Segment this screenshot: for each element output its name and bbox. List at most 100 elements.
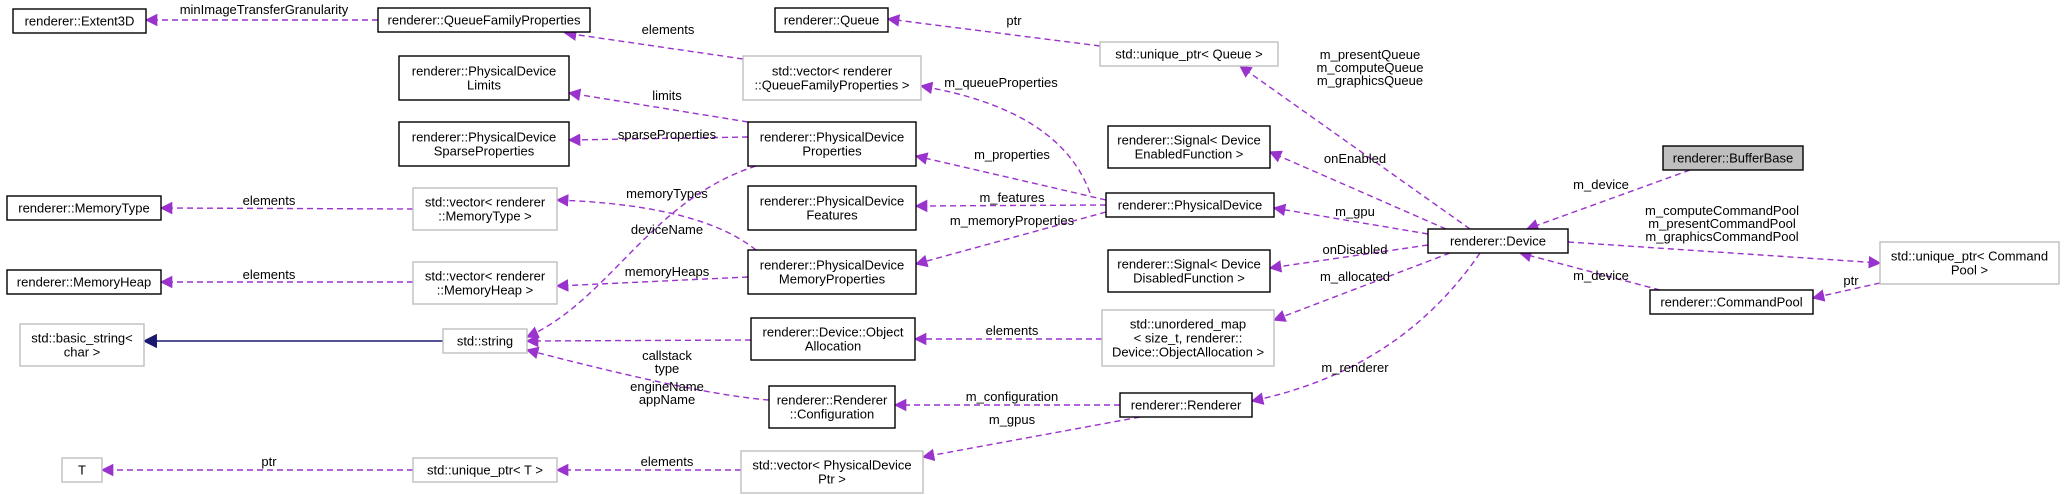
node-label: std::vector< renderer [772, 64, 893, 79]
node-box [747, 249, 917, 295]
edge-line [525, 334, 752, 348]
node-rendererConf[interactable]: renderer::Renderer::Configuration [768, 385, 896, 429]
node-umap[interactable]: std::unordered_map< size_t, renderer::De… [1101, 309, 1275, 367]
edge-label: m_memoryProperties [950, 213, 1075, 228]
edge-renderer-to-vecPdPtr: m_gpus [921, 412, 1141, 462]
edge-label: m_device [1573, 177, 1629, 192]
node-box [412, 261, 558, 305]
node-label: char > [64, 345, 101, 360]
node-vecQfp[interactable]: std::vector< renderer::QueueFamilyProper… [742, 55, 922, 101]
node-label: Device::ObjectAllocation > [1112, 345, 1264, 360]
node-box [750, 317, 916, 361]
edge-line [525, 165, 757, 339]
edge-uptrT-to-T: ptr [100, 454, 413, 477]
node-qfp[interactable]: renderer::QueueFamilyProperties [377, 7, 591, 33]
node-device[interactable]: renderer::Device [1427, 228, 1569, 254]
edge-label: m_computeCommandPool [1645, 203, 1799, 218]
node-box [1879, 241, 2060, 285]
node-queue[interactable]: renderer::Queue [774, 7, 889, 33]
node-label: renderer::QueueFamilyProperties [388, 13, 581, 28]
edge-line [914, 211, 1107, 268]
node-label: std::unique_ptr< Command [1891, 249, 2048, 264]
edge-qfp-to-extent3d: minImageTransferGranularity [144, 2, 378, 27]
edge-line [567, 88, 749, 123]
node-label: renderer::Device::Object [763, 325, 904, 340]
edge-pdProps-to-pdSparse: sparseProperties [567, 127, 749, 147]
node-box [768, 385, 896, 429]
node-T[interactable]: T [61, 457, 103, 483]
node-uptrQueue[interactable]: std::unique_ptr< Queue > [1099, 41, 1279, 67]
node-cmdPool[interactable]: renderer::CommandPool [1649, 289, 1814, 315]
node-signalDisabled[interactable]: renderer::Signal< DeviceDisabledFunction… [1107, 249, 1271, 293]
node-box [1107, 125, 1271, 169]
edge-label: m_configuration [966, 389, 1059, 404]
node-box [12, 8, 147, 34]
node-signalEnabled[interactable]: renderer::Signal< DeviceEnabledFunction … [1107, 125, 1271, 169]
edge-line [914, 152, 1107, 201]
node-label: DisabledFunction > [1133, 271, 1245, 286]
edge-label: m_graphicsCommandPool [1645, 229, 1798, 244]
node-memType[interactable]: renderer::MemoryType [6, 195, 162, 221]
edge-label: elements [641, 454, 694, 469]
edge-label: limits [652, 88, 682, 103]
edge-label: callstack [642, 348, 692, 363]
nodes-layer: renderer::Extent3D renderer::QueueFamilyP… [6, 7, 2060, 494]
edge-pdProps-to-stdString: deviceName [525, 165, 757, 339]
node-bufferBase[interactable]: renderer::BufferBase [1662, 145, 1804, 171]
edge-device-to-umap: m_allocated [1272, 252, 1451, 322]
node-label: Ptr > [818, 472, 846, 487]
node-renderer[interactable]: renderer::Renderer [1119, 392, 1253, 418]
node-basicString[interactable]: std::basic_string<char > [19, 323, 145, 367]
node-label: renderer::PhysicalDevice [760, 130, 905, 145]
node-uptrT[interactable]: std::unique_ptr< T > [412, 457, 558, 483]
edge-line [525, 346, 770, 401]
edge-line [555, 276, 749, 292]
node-box [1119, 392, 1253, 418]
edge-line [1525, 169, 1691, 232]
node-box [1662, 145, 1804, 171]
edge-device-to-physDev: m_gpu [1272, 203, 1429, 235]
node-physDev[interactable]: renderer::PhysicalDevice [1105, 192, 1275, 218]
node-stdString[interactable]: std::string [442, 328, 528, 354]
node-box [377, 7, 591, 33]
edge-physDev-to-pdFeatures: m_features [914, 190, 1107, 213]
edge-device-to-renderer: m_renderer [1250, 252, 1481, 405]
node-vecMemHeap[interactable]: std::vector< renderer::MemoryHeap > [412, 261, 558, 305]
node-vecMemType[interactable]: std::vector< renderer::MemoryType > [412, 187, 558, 231]
node-label: std::unique_ptr< T > [427, 463, 543, 478]
node-box [19, 323, 145, 367]
edge-line [1567, 241, 1882, 269]
node-box [1107, 249, 1271, 293]
edge-device-to-signalDisabled: onDisabled [1268, 242, 1429, 273]
node-box [742, 55, 922, 101]
edge-cmdPool-to-device: m_device [1518, 249, 1661, 291]
edge-umap-to-objAlloc: elements [913, 323, 1102, 346]
edge-label: elements [642, 22, 695, 37]
node-box [747, 185, 917, 231]
node-label: std::unique_ptr< Queue > [1115, 47, 1262, 62]
node-extent3d[interactable]: renderer::Extent3D [12, 8, 147, 34]
node-box [1427, 228, 1569, 254]
node-box [398, 55, 570, 101]
node-box [747, 121, 917, 167]
edge-renderer-to-rendererConf: m_configuration [893, 389, 1120, 412]
node-label: T [78, 463, 86, 478]
node-label: ::MemoryType > [438, 209, 532, 224]
edge-label: ptr [1006, 13, 1022, 28]
node-box [412, 457, 558, 483]
node-box [398, 121, 570, 167]
edge-label: m_queueProperties [944, 75, 1058, 90]
node-memHeap[interactable]: renderer::MemoryHeap [6, 269, 162, 295]
node-objAlloc[interactable]: renderer::Device::ObjectAllocation [750, 317, 916, 361]
edge-label: elements [986, 323, 1039, 338]
edge-line [914, 199, 1107, 213]
node-uptrCmdPool[interactable]: std::unique_ptr< CommandPool > [1879, 241, 2060, 285]
node-box [1099, 41, 1279, 67]
